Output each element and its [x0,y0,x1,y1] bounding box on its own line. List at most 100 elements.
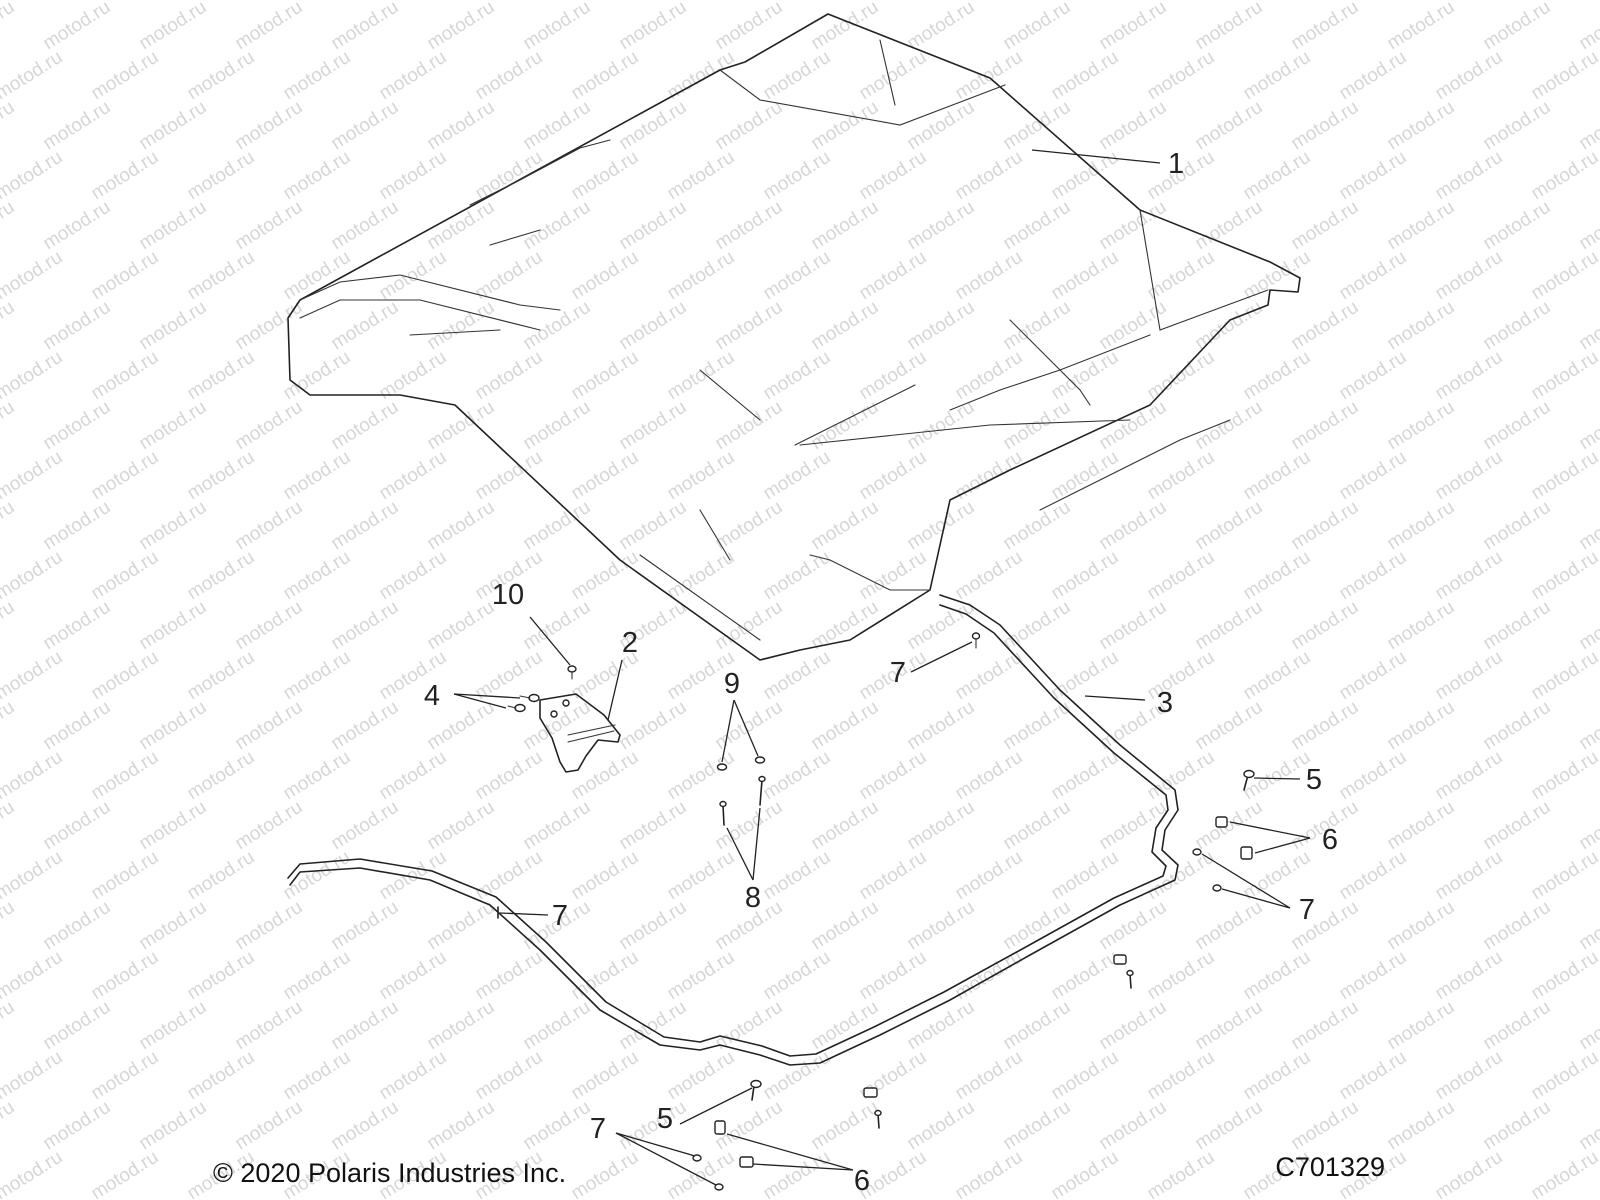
watermark-text: motod.ru [1048,747,1123,805]
watermark-text: motod.ru [136,397,211,455]
watermark-text: motod.ru [232,1097,307,1155]
watermark-text: motod.ru [1096,897,1171,955]
watermark-text: motod.ru [1000,197,1075,255]
watermark-text: motod.ru [1336,847,1411,905]
watermark-text: motod.ru [472,147,547,205]
watermark-text: motod.ru [1336,347,1411,405]
watermark-text: motod.ru [808,797,883,855]
watermark-text: motod.ru [424,397,499,455]
watermark-text: motod.ru [0,647,66,705]
watermark-text: motod.ru [184,847,259,905]
watermark-text: motod.ru [232,597,307,655]
watermark-text: motod.ru [424,0,499,54]
fastener-bolt-8b [719,800,727,826]
watermark-text: motod.ru [616,497,691,555]
watermark-text: motod.ru [328,97,403,155]
watermark-text: motod.ru [1096,1097,1171,1155]
fastener-bolt-5-right [1243,769,1255,791]
watermark-text: motod.ru [520,797,595,855]
watermark-text: motod.ru [1144,647,1219,705]
watermark-text: motod.ru [1096,0,1171,54]
watermark-text: motod.ru [280,547,355,605]
watermark-text: motod.ru [40,397,115,455]
watermark-text: motod.ru [232,0,307,54]
watermark-text: motod.ru [520,397,595,455]
watermark-text: motod.ru [1000,0,1075,54]
callout-6-bottom: 6 [854,1165,870,1197]
watermark-text: motod.ru [664,847,739,905]
watermark-text: motod.ru [328,997,403,1055]
watermark-text: motod.ru [184,547,259,605]
watermark-text: motod.ru [760,647,835,705]
watermark-text: motod.ru [280,1047,355,1105]
watermark-text: motod.ru [1480,997,1555,1055]
watermark-text: motod.ru [1048,347,1123,405]
watermark-text: motod.ru [1432,47,1507,105]
watermark-text: motod.ru [952,247,1027,305]
watermark-text: motod.ru [0,247,66,305]
fastener-screw-4a [519,693,540,703]
watermark-text: motod.ru [760,747,835,805]
watermark-text: motod.ru [0,597,18,655]
watermark-text: motod.ru [424,897,499,955]
watermark-text: motod.ru [184,47,259,105]
watermark-text: motod.ru [1000,597,1075,655]
watermark-text: motod.ru [1336,747,1411,805]
watermark-text: motod.ru [568,847,643,905]
watermark-text: motod.ru [0,197,18,255]
watermark-text: motod.ru [1576,0,1600,54]
watermark-text: motod.ru [1288,0,1363,54]
fastener-screw-10 [567,665,577,680]
watermark-text: motod.ru [472,47,547,105]
watermark-text: motod.ru [1432,1047,1507,1105]
watermark-text: motod.ru [328,797,403,855]
watermark-text: motod.ru [1288,597,1363,655]
watermark-text: motod.ru [328,1097,403,1155]
watermark-text: motod.ru [376,547,451,605]
watermark-text: motod.ru [184,147,259,205]
watermark-text: motod.ru [1000,997,1075,1055]
watermark-text: motod.ru [568,347,643,405]
fastener-screw-4b [507,703,526,713]
watermark-text: motod.ru [0,697,18,755]
watermark-text: motod.ru [1528,1047,1600,1105]
watermark-text: motod.ru [904,797,979,855]
watermark-text: motod.ru [520,597,595,655]
watermark-text: motod.ru [1384,797,1459,855]
watermark-text: motod.ru [1096,997,1171,1055]
watermark-text: motod.ru [1528,147,1600,205]
watermark-text: motod.ru [904,697,979,755]
watermark-text: motod.ru [88,447,163,505]
callout-5-right: 5 [1306,764,1322,796]
watermark-text: motod.ru [88,547,163,605]
watermark-text: motod.ru [472,847,547,905]
watermark-text: motod.ru [952,147,1027,205]
watermark-text: motod.ru [952,347,1027,405]
watermark-text: motod.ru [760,947,835,1005]
watermark-text: motod.ru [568,47,643,105]
watermark-text: motod.ru [1528,547,1600,605]
watermark-text: motod.ru [0,847,66,905]
watermark-text: motod.ru [40,997,115,1055]
watermark-text: motod.ru [760,847,835,905]
watermark-text: motod.ru [0,347,66,405]
fastener-nut-6b [1240,846,1253,860]
watermark-text: motod.ru [40,197,115,255]
watermark-text: motod.ru [520,297,595,355]
watermark-text: motod.ru [328,197,403,255]
watermark-text: motod.ru [1144,1147,1219,1200]
watermark-text: motod.ru [568,147,643,205]
callout-1: 1 [1168,148,1184,180]
watermark-text: motod.ru [1288,97,1363,155]
watermark-text: motod.ru [424,597,499,655]
watermark-text: motod.ru [1048,847,1123,905]
watermark-text: motod.ru [760,147,835,205]
watermark-text: motod.ru [0,1147,66,1200]
watermark-text: motod.ru [136,1097,211,1155]
fastener-clip-7-right-b [1212,884,1222,892]
watermark-text: motod.ru [760,1147,835,1200]
watermark-text: motod.ru [712,497,787,555]
watermark-text: motod.ru [1144,447,1219,505]
watermark-text: motod.ru [232,97,307,155]
fastener-clip-7-bottom-a [692,1154,702,1162]
